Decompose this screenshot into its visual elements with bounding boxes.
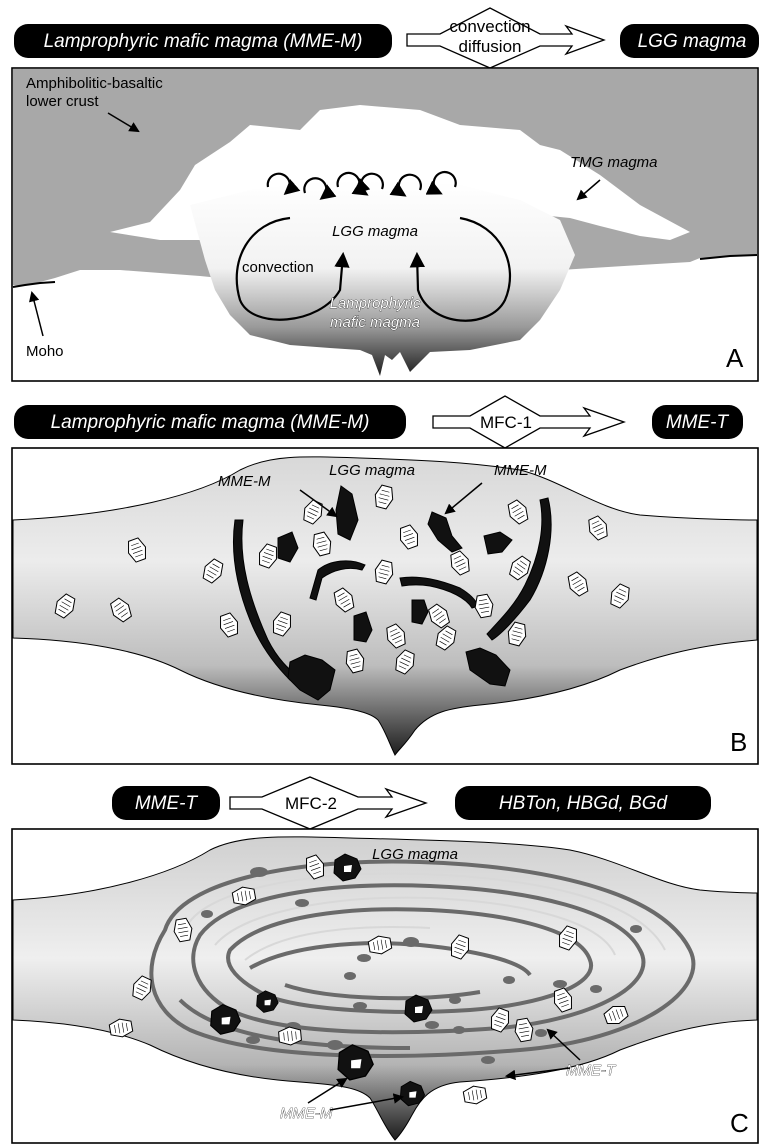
convection-label: convection [242,259,314,276]
source-pill-c-text: MME-T [135,793,199,814]
crust-label-line2: lower crust [26,93,99,110]
process-a-line1: convection [449,17,530,36]
target-pill-b-text: MME-T [666,412,730,433]
source-pill-a-text: Lamprophyric mafic magma (MME-M) [44,31,363,52]
crust-label-line1: Amphibolitic-basaltic [26,75,163,92]
process-c-text: MFC-2 [285,794,337,813]
lgg-label-c: LGG magma [372,846,458,863]
source-pill-b-text: Lamprophyric mafic magma (MME-M) [51,412,370,433]
panel-letter-a: A [726,343,744,373]
process-b-text: MFC-1 [480,413,532,432]
process-arrow-b: MFC-1 [433,396,624,448]
target-pill-c-text: HBTon, HBGd, BGd [499,793,669,814]
process-arrow-a: convection diffusion [407,8,604,68]
mafic-label-line2: mafic magma [330,314,420,331]
panel-letter-c: C [730,1108,749,1138]
panel-a: Lamprophyric mafic magma (MME-M) convect… [12,8,759,381]
moho-label: Moho [26,343,64,360]
mme-t-label: MME-T [566,1062,617,1079]
target-pill-a-text: LGG magma [638,31,747,52]
panel-b: Lamprophyric mafic magma (MME-M) MFC-1 M… [12,396,758,764]
mafic-label-line1: Lamprophyric [330,295,421,312]
mme-m-label-right: MME-M [494,462,547,479]
panel-letter-b: B [730,727,747,757]
process-a-line2: diffusion [458,37,521,56]
mme-m-label-left: MME-M [218,473,271,490]
process-arrow-c: MFC-2 [230,777,426,829]
tmg-label: TMG magma [570,154,658,171]
mme-m-label-c: MME-M [280,1105,333,1122]
panel-c: MME-T MFC-2 HBTon, HBGd, BGd [12,777,758,1143]
lgg-label-b: LGG magma [329,462,415,479]
lgg-label-a: LGG magma [332,223,418,240]
